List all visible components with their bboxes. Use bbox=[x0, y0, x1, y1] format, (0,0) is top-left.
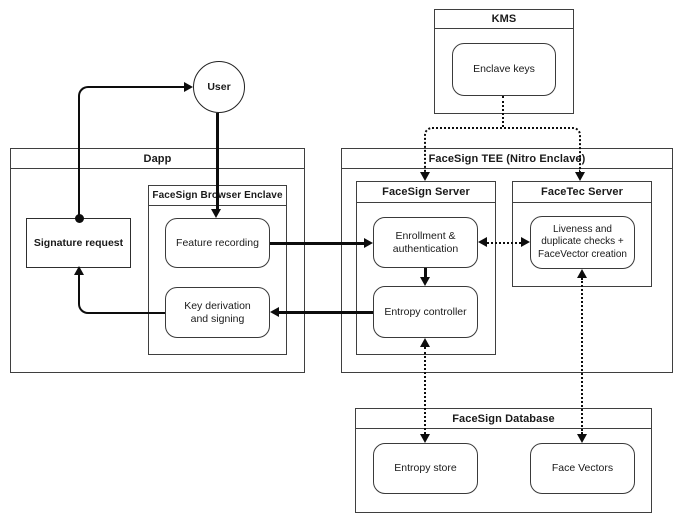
dotted-entropycontroller-entropystore-down-head bbox=[419, 434, 430, 443]
face-vectors-node: Face Vectors bbox=[530, 443, 635, 494]
signature-request-junction-dot bbox=[74, 213, 84, 223]
dotted-kms-branch bbox=[424, 127, 581, 172]
arrow-keyderivation-to-signature-path bbox=[78, 273, 165, 314]
arrow-enrollment-to-entropy-head bbox=[419, 277, 430, 286]
facesign-server-title: FaceSign Server bbox=[357, 182, 495, 203]
arrow-user-to-feature-recording-head bbox=[211, 209, 221, 218]
arrow-entropy-to-keyderivation-head bbox=[270, 307, 279, 317]
entropy-controller-node: Entropy controller bbox=[373, 286, 478, 338]
dotted-entropycontroller-entropystore-up-head bbox=[419, 338, 430, 347]
arrow-user-to-feature-recording-line bbox=[216, 113, 219, 209]
dapp-title: Dapp bbox=[11, 149, 304, 169]
tee-title: FaceSign TEE (Nitro Enclave) bbox=[342, 149, 672, 169]
facetec-server-title: FaceTec Server bbox=[513, 182, 651, 203]
signature-request-node: Signature request bbox=[26, 218, 131, 268]
arrow-entropy-to-keyderivation-line bbox=[279, 311, 373, 314]
arrow-feature-to-enrollment-head bbox=[364, 238, 373, 248]
entropy-store-node: Entropy store bbox=[373, 443, 478, 494]
dotted-enrollment-liveness-left-head bbox=[478, 237, 487, 247]
arrow-signature-to-user-path bbox=[78, 86, 185, 218]
enrollment-authentication-node: Enrollment & authentication bbox=[373, 217, 478, 268]
kms-title: KMS bbox=[435, 10, 573, 29]
key-derivation-node: Key derivation and signing bbox=[165, 287, 270, 338]
dotted-enrollment-liveness-line bbox=[487, 242, 521, 244]
feature-recording-node: Feature recording bbox=[165, 218, 270, 268]
database-title: FaceSign Database bbox=[356, 409, 651, 429]
arrow-feature-to-enrollment-line bbox=[270, 242, 365, 245]
enclave-keys-node: Enclave keys bbox=[452, 43, 556, 96]
dotted-liveness-facevectors-up-head bbox=[576, 269, 587, 278]
dotted-kms-stub bbox=[502, 96, 504, 127]
dotted-liveness-facevectors-down-head bbox=[576, 434, 587, 443]
arrow-keyderivation-to-signature-head bbox=[74, 266, 84, 275]
user-node: User bbox=[193, 61, 245, 113]
arrow-signature-to-user-head bbox=[184, 82, 193, 92]
dotted-kms-to-facesign-server-head bbox=[419, 172, 430, 181]
dotted-kms-to-facetec-server-head bbox=[574, 172, 585, 181]
dotted-liveness-facevectors-line bbox=[581, 278, 583, 434]
dotted-enrollment-liveness-right-head bbox=[521, 237, 530, 247]
arrow-enrollment-to-entropy-line bbox=[424, 268, 427, 278]
dotted-entropycontroller-entropystore-line bbox=[424, 347, 426, 434]
liveness-node: Liveness and duplicate checks + FaceVect… bbox=[530, 216, 635, 269]
